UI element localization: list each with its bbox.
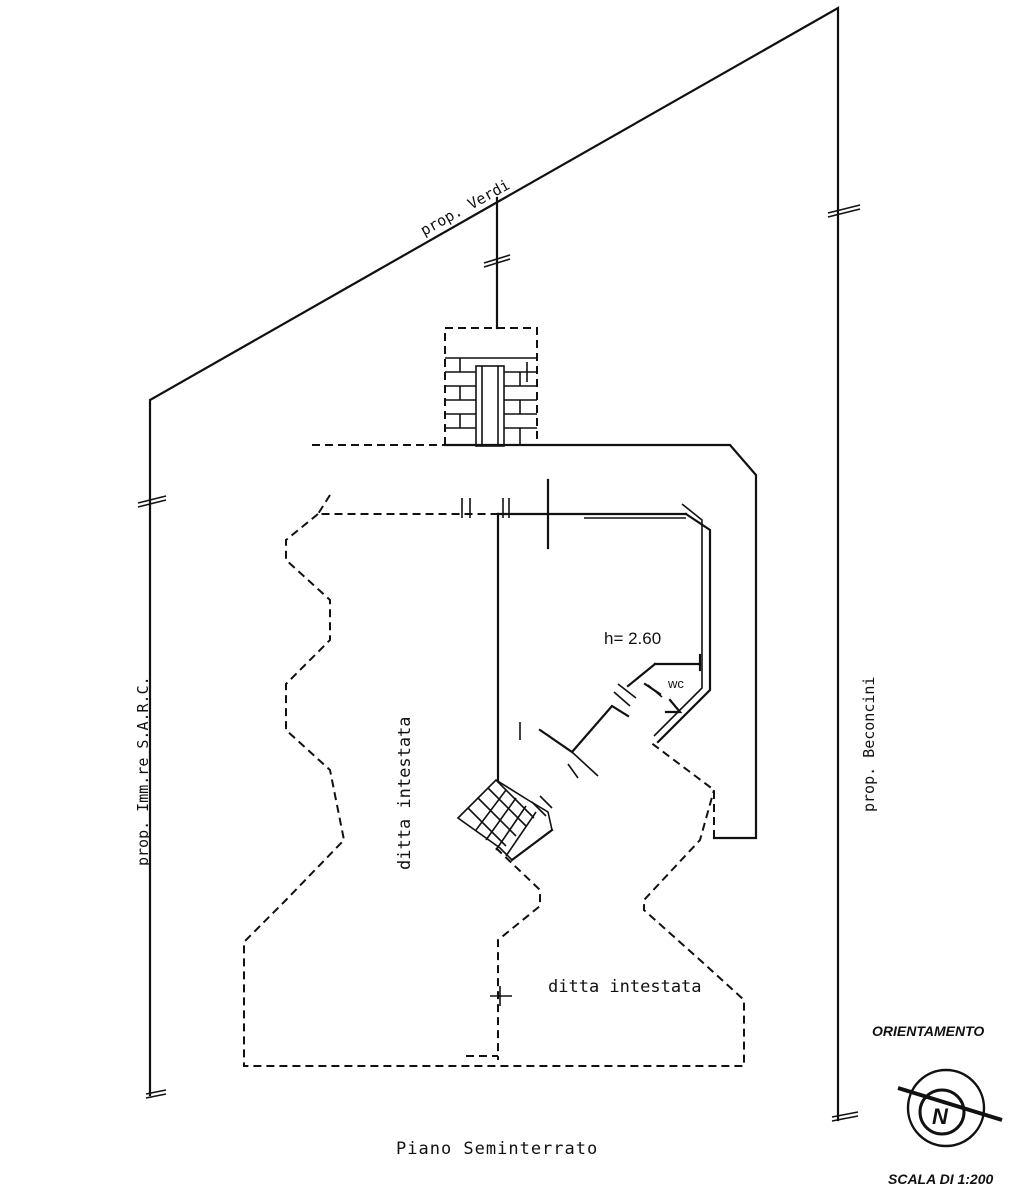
scale-label: SCALA DI 1:200 [888,1171,994,1187]
inner-stair [456,778,554,862]
unit-walls [461,478,712,782]
neighbor-label-top: prop. Verdi [417,176,513,240]
terrace-boundary [312,443,758,840]
owner-area-left-outline [243,494,745,1067]
owner-label-lower: ditta intestata [548,977,702,997]
neighbor-label-left: prop. Imm.re S.A.R.C. [134,676,152,866]
property-boundary [137,6,861,1122]
north-compass-icon: N [897,1068,1003,1148]
wc-label: wc [667,676,684,691]
floor-name-label: Piano Seminterrato [396,1139,598,1159]
north-letter: N [932,1104,949,1129]
ceiling-height-label: h= 2.60 [604,629,661,648]
owner-label-upper: ditta intestata [395,716,415,870]
entrance-stair-block [444,327,538,447]
neighbor-label-right: prop. Beconcini [860,677,878,812]
orientation-title: ORIENTAMENTO [872,1023,984,1039]
